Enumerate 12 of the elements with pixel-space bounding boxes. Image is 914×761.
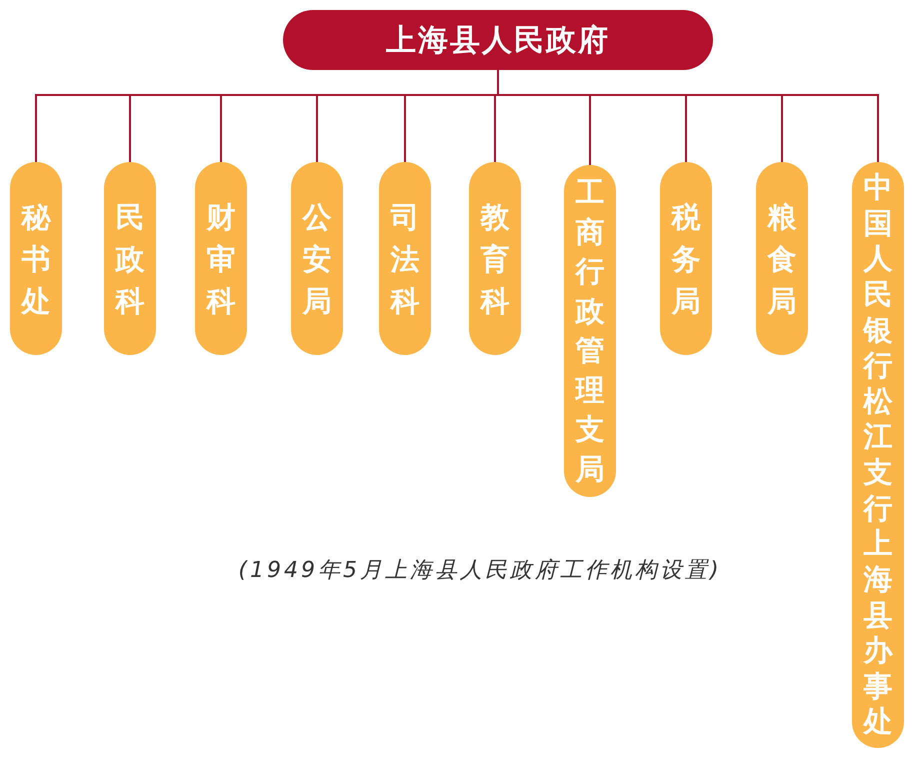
department-pill: 民政科 [104, 162, 156, 355]
title-box: 上海县人民政府 [283, 10, 713, 70]
department-pill: 公安局 [291, 162, 343, 355]
department-pill: 秘书处 [10, 162, 62, 355]
department-pill: 中国人民银行松江支行上海县办事处 [852, 162, 904, 748]
department-pill: 教育科 [469, 162, 521, 355]
department-pill: 财审科 [195, 162, 247, 355]
department-pill: 粮食局 [756, 162, 808, 355]
department-pill: 税务局 [660, 162, 712, 355]
department-pill: 工商行政管理支局 [564, 165, 616, 497]
caption: (1949年5月上海县人民政府工作机构设置) [237, 557, 723, 585]
department-pill: 司法科 [379, 162, 431, 355]
